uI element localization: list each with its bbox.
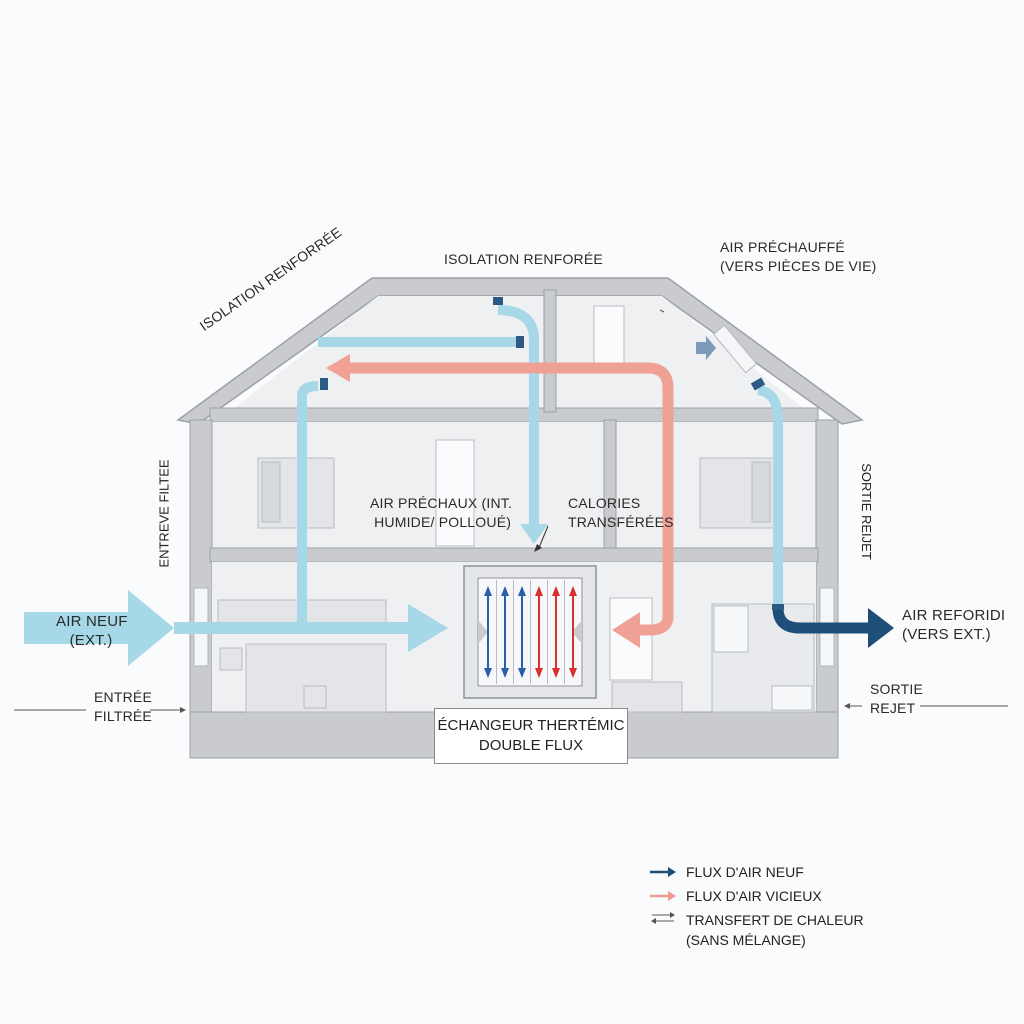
exchanger-arrowhead <box>484 668 492 678</box>
legend-label: FLUX D'AIR NEUF <box>686 864 804 880</box>
entree-filtree-label: ENTRÉE FILTRÉE <box>94 689 152 724</box>
legend-item: FLUX D'AIR VICIEUX <box>648 886 822 906</box>
fresh-arrow-down-head <box>520 524 548 544</box>
exchanger-arrowhead <box>552 586 560 596</box>
exchanger-arrowhead <box>569 586 577 596</box>
sortie-rejet-label: SORTIE REJET <box>870 681 924 716</box>
air-refroidi-label: AIR REFORIDI (VERS EXT.) <box>902 607 1006 643</box>
air-neuf-label: AIR NEUF (EXT.) <box>56 613 128 649</box>
fresh-duct-right <box>757 385 783 610</box>
air-prechaux-label: AIR PRÉCHAUX (INT. HUMIDE/ POLLOUÉ) <box>370 495 513 530</box>
arrow-pink-icon <box>650 891 676 901</box>
isolation-top-label: ISOLATION RENFORÉE <box>444 251 603 267</box>
bed-left-pillow <box>261 461 281 523</box>
exchanger-arrowhead <box>535 586 543 596</box>
echangeur-label: ÉCHANGEUR THERTÉMIC DOUBLE FLUX <box>434 708 628 764</box>
vent-arrow-right <box>696 336 716 360</box>
air-prechauffe-label: AIR PRÉCHAUFFÉ (VERS PIÈCES DE VIE) <box>720 239 877 274</box>
legend-label: FLUX D'AIR VICIEUX <box>686 888 822 904</box>
exchanger-arrows <box>484 580 577 684</box>
roof-window <box>712 324 758 374</box>
legend-item: TRANSFERT DE CHALEUR (SANS MÉLANGE) <box>648 910 864 950</box>
exchanger-arrowhead <box>518 668 526 678</box>
stale-air-duct <box>326 354 674 648</box>
calories-label: CALORIES TRANSFÉRÉES <box>568 495 674 530</box>
fresh-duct-left-riser <box>297 381 319 628</box>
duct-terminals <box>320 297 784 610</box>
exchanger-arrowhead <box>569 668 577 678</box>
bathtub <box>771 685 813 711</box>
bed-right-pillow <box>751 461 771 523</box>
furniture <box>217 305 815 713</box>
exchanger-arrowhead <box>484 586 492 596</box>
exchanger-arrowhead <box>535 668 543 678</box>
legend-item: FLUX D'AIR NEUF <box>648 862 804 882</box>
cabinet <box>611 681 683 713</box>
exchanger-arrowhead <box>552 668 560 678</box>
arrow-dark-blue-icon <box>650 867 676 877</box>
stale-arrow-exchanger <box>612 612 640 648</box>
washbasin <box>713 605 749 653</box>
fresh-duct-down <box>497 305 539 528</box>
exchanger-arrowhead <box>501 586 509 596</box>
exchanger-arrowhead <box>501 668 509 678</box>
stove <box>303 685 327 709</box>
sink-left <box>219 647 243 671</box>
wardrobe-left <box>435 439 475 547</box>
roof-outer <box>176 277 864 425</box>
attic-partition <box>543 289 557 413</box>
air-neuf-arrow <box>24 590 448 666</box>
legend: FLUX D'AIR NEUF FLUX D'AIR VICIEUX TRANSFE… <box>648 862 908 962</box>
double-arrow-icon <box>651 912 675 924</box>
heat-exchanger <box>463 565 597 699</box>
stale-arrow-left <box>326 354 350 382</box>
exhaust-duct <box>772 607 894 648</box>
exchanger-arrowhead <box>518 586 526 596</box>
legend-label: TRANSFERT DE CHALEUR (SANS MÉLANGE) <box>686 912 864 948</box>
fresh-air-ducts <box>297 305 783 628</box>
